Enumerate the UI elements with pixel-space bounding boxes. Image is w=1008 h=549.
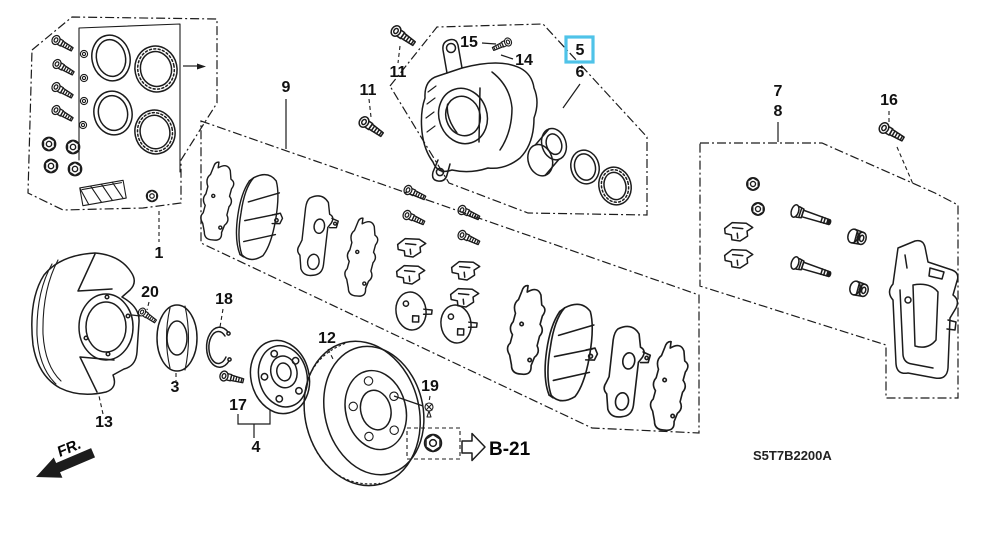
brake-pads-kit-drawing	[197, 160, 692, 434]
leader-lines	[98, 42, 914, 438]
callout-16[interactable]: 16	[880, 92, 898, 109]
callout-6[interactable]: 6	[576, 64, 585, 81]
hub-nut-drawing	[423, 433, 443, 453]
bracket-group-outline	[699, 142, 959, 399]
reference-b21[interactable]: B-21	[489, 439, 531, 460]
bracket-hardware-drawing	[723, 177, 871, 299]
callout-17[interactable]: 17	[229, 397, 247, 414]
callout-9[interactable]: 9	[282, 79, 291, 96]
pad-kit-group-outline	[200, 120, 700, 434]
callout-11a[interactable]: 11	[390, 64, 407, 81]
wheel-stud-drawing	[218, 369, 246, 387]
callout-20[interactable]: 20	[141, 284, 159, 301]
highlight-box-callout-5	[564, 35, 595, 64]
wheel-hub-drawing	[249, 339, 311, 415]
snap-ring-drawing	[205, 326, 232, 368]
callout-18[interactable]: 18	[215, 291, 233, 308]
callout-12[interactable]: 12	[318, 330, 336, 347]
callout-14[interactable]: 14	[515, 52, 533, 69]
callout-1[interactable]: 1	[155, 245, 164, 262]
seal-kit-drawing	[41, 23, 206, 207]
reference-arrow-icon	[461, 432, 486, 462]
callout-11b[interactable]: 11	[360, 82, 377, 99]
piston-and-seals-drawing	[527, 127, 632, 206]
caliper-bracket-drawing	[888, 239, 959, 380]
bleeder-screw-drawing	[490, 36, 514, 54]
bracket-bolt-drawing	[876, 120, 907, 145]
callout-5[interactable]: 5	[576, 42, 585, 59]
caliper-group-outline	[389, 23, 648, 216]
view-marker-arrow	[197, 63, 206, 70]
caliper-drawing	[420, 38, 538, 182]
splash-guard-drawing	[31, 252, 140, 395]
fr-direction-arrow: FR.	[36, 435, 96, 478]
grease-packet-drawing	[79, 179, 127, 207]
callout-4[interactable]: 4	[252, 439, 261, 456]
callout-15[interactable]: 15	[460, 34, 478, 51]
callout-13[interactable]: 13	[95, 414, 113, 431]
brake-rotor-drawing	[303, 340, 425, 487]
callout-3[interactable]: 3	[171, 379, 180, 396]
wheel-bearing-drawing	[156, 304, 198, 372]
callout-8[interactable]: 8	[774, 103, 783, 120]
callout-19[interactable]: 19	[421, 378, 439, 395]
seal-kit-box-outline	[27, 16, 218, 211]
callout-7[interactable]: 7	[774, 83, 783, 100]
rotor-screw-drawing	[424, 402, 434, 418]
diagram-code: S5T7B2200A	[753, 448, 832, 463]
